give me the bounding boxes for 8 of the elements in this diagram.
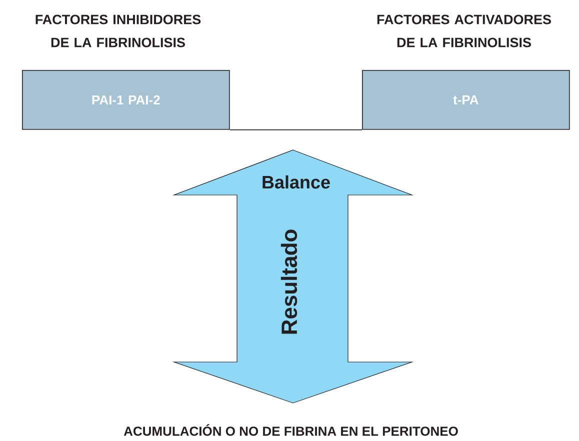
caption: ACUMULACIÓN O NO DE FIBRINA EN EL PERITONEO [124,424,458,436]
box: t-PA [362,70,570,130]
heading: FACTORES INHIBIDORES DE LA FIBRINOLISIS [36,14,201,48]
heading: FACTORES ACTIVADORES DE LA FIBRINOLISIS [377,14,551,48]
arrow-text: Balance [262,175,330,189]
connector-line [229,129,362,130]
arrow-text: Resultado [280,230,298,334]
box: PAI-1 PAI-2 [22,70,230,130]
